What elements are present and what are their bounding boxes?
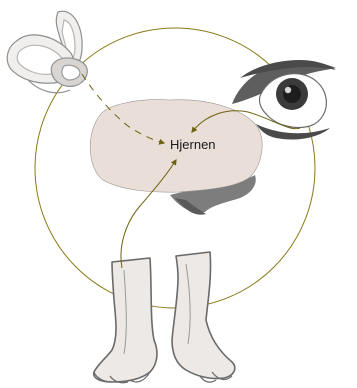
brain-icon — [90, 100, 262, 215]
feet-icon — [94, 252, 235, 383]
brain-label: Hjernen — [170, 137, 216, 152]
inner-ear-icon — [7, 11, 87, 93]
